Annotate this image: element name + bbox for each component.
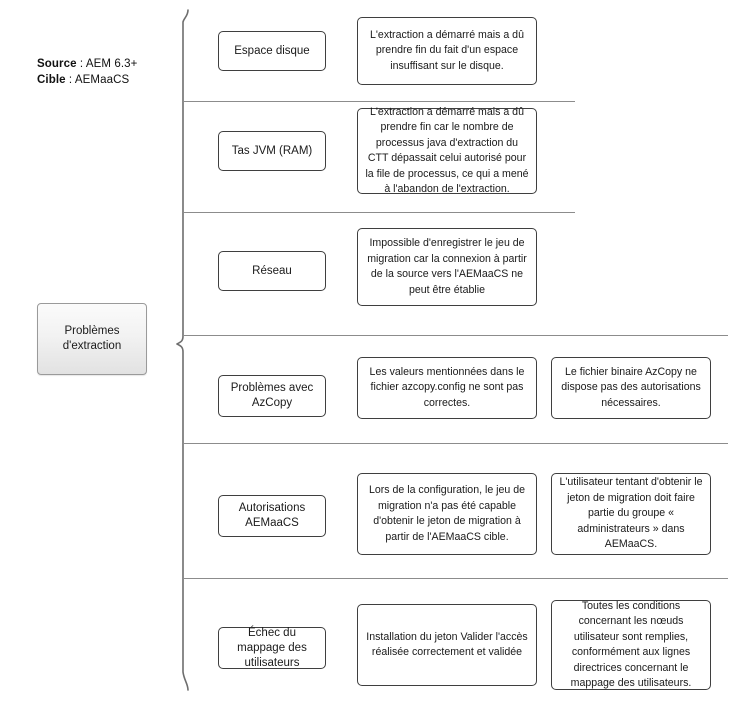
category-label: Problèmes avec AzCopy bbox=[230, 382, 314, 409]
legend-target-separator: : bbox=[65, 74, 75, 86]
category-box-reseau[interactable]: Réseau bbox=[218, 251, 326, 291]
row-separator-1 bbox=[183, 101, 575, 102]
category-label: Réseau bbox=[252, 264, 292, 277]
legend-target-value: AEMaaCS bbox=[74, 74, 130, 86]
root-node-label: Problèmes d'extraction bbox=[57, 324, 127, 354]
detail-text: Installation du jeton Valider l'accès ré… bbox=[366, 630, 528, 659]
root-node-extraction-problems[interactable]: Problèmes d'extraction bbox=[37, 303, 147, 375]
legend-source-key: Source bbox=[37, 58, 77, 70]
detail-text: Les valeurs mentionnées dans le fichier … bbox=[369, 365, 525, 409]
detail-box-azcopy-2[interactable]: Le fichier binaire AzCopy ne dispose pas… bbox=[551, 357, 711, 419]
detail-box-autorisations-2[interactable]: L'utilisateur tentant d'obtenir le jeton… bbox=[551, 473, 711, 555]
detail-text: Toutes les conditions concernant les nœu… bbox=[570, 599, 692, 690]
detail-box-mappage-1[interactable]: Installation du jeton Valider l'accès ré… bbox=[357, 604, 537, 686]
detail-box-tas-jvm-ram-1[interactable]: L'extraction a démarré mais a dû prendre… bbox=[357, 106, 537, 195]
detail-box-espace-disque-1[interactable]: L'extraction a démarré mais a dû prendre… bbox=[357, 17, 537, 85]
detail-box-autorisations-1[interactable]: Lors de la configuration, le jeu de migr… bbox=[357, 473, 537, 555]
detail-text: L'utilisateur tentant d'obtenir le jeton… bbox=[559, 476, 703, 551]
category-box-tas-jvm-ram[interactable]: Tas JVM (RAM) bbox=[218, 131, 326, 171]
legend-target-row: Cible : AEMaaCS bbox=[37, 72, 137, 88]
legend-source-row: Source : AEM 6.3+ bbox=[37, 56, 137, 72]
row-separator-2 bbox=[183, 212, 575, 213]
legend-source-value: AEM 6.3+ bbox=[85, 58, 138, 70]
detail-text: Le fichier binaire AzCopy ne dispose pas… bbox=[561, 365, 701, 409]
root-node-label-line2: d'extraction bbox=[62, 340, 122, 352]
category-box-espace-disque[interactable]: Espace disque bbox=[218, 31, 326, 71]
category-box-autorisations-aemaacs[interactable]: Autorisations AEMaaCS bbox=[218, 495, 326, 537]
row-separator-5 bbox=[183, 578, 728, 579]
category-label: Échec du mappage des utilisateurs bbox=[237, 626, 307, 669]
category-box-problemes-avec-azcopy[interactable]: Problèmes avec AzCopy bbox=[218, 375, 326, 417]
detail-text: Lors de la configuration, le jeu de migr… bbox=[368, 484, 526, 543]
detail-text: L'extraction a démarré mais a dû prendre… bbox=[365, 105, 529, 196]
legend: Source : AEM 6.3+ Cible : AEMaaCS bbox=[37, 56, 137, 88]
category-label: Autorisations AEMaaCS bbox=[238, 502, 306, 529]
row-separator-3 bbox=[183, 335, 728, 336]
category-label: Tas JVM (RAM) bbox=[231, 144, 313, 157]
category-label: Espace disque bbox=[234, 44, 310, 57]
legend-target-key: Cible bbox=[37, 74, 66, 86]
root-node-label-line1: Problèmes bbox=[64, 325, 120, 337]
detail-text: Impossible d'enregistrer le jeu de migra… bbox=[367, 237, 527, 296]
row-separator-4 bbox=[183, 443, 728, 444]
detail-box-azcopy-1[interactable]: Les valeurs mentionnées dans le fichier … bbox=[357, 357, 537, 419]
detail-box-reseau-1[interactable]: Impossible d'enregistrer le jeu de migra… bbox=[357, 228, 537, 306]
category-box-echec-mappage-utilisateurs[interactable]: Échec du mappage des utilisateurs bbox=[218, 627, 326, 669]
detail-box-mappage-2[interactable]: Toutes les conditions concernant les nœu… bbox=[551, 600, 711, 690]
detail-text: L'extraction a démarré mais a dû prendre… bbox=[370, 28, 524, 72]
grouping-brace bbox=[168, 8, 198, 698]
legend-source-separator: : bbox=[76, 58, 86, 70]
